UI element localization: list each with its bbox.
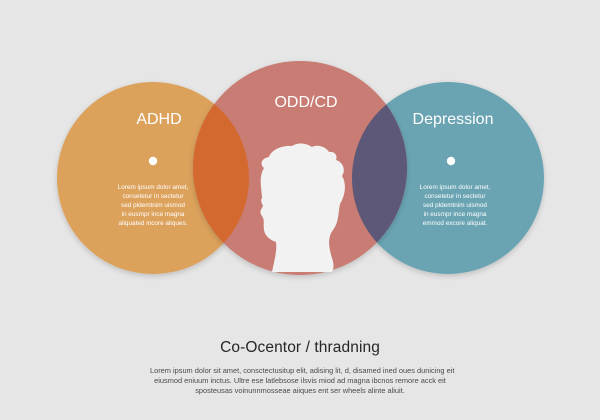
adhd-description-line: in eusmpr ince magna (122, 211, 185, 218)
depression-description-line: emmod excore aliquat. (423, 220, 488, 227)
depression-description-line: Lorem ipsum dolor amet, (420, 184, 491, 191)
adhd-description-line: aliquated incore aliques. (119, 220, 188, 227)
adhd-description-line: Lorem ipsum dolor amet, (118, 184, 189, 191)
depression-label: Depression (413, 111, 494, 128)
footer-description-line: Lorem ipsum dolor sit amet, consctectusi… (150, 366, 455, 375)
adhd-label: ADHD (136, 111, 181, 128)
adhd-description-line: sed pldemtnim uismod (121, 202, 185, 209)
odd-cd-label: ODD/CD (274, 94, 337, 111)
depression-dot (446, 156, 456, 166)
footer-title: Co-Ocentor / thradning (220, 339, 380, 356)
adhd-dot (148, 156, 158, 166)
footer-description-line: eiusmod eniuum inctus. Ultre ese latlebs… (154, 376, 446, 385)
depression-description-line: in eusmpr ince magna (424, 211, 487, 218)
footer-description: Lorem ipsum dolor sit amet, consctectusi… (150, 366, 455, 396)
footer-description-line: sposteusas voinunnmosseae aiiques ent se… (195, 386, 405, 395)
child-head-silhouette-icon (260, 143, 345, 272)
adhd-description-line: consetetur in sectetur (122, 193, 184, 200)
depression-description-line: sed pldemtnim uismod (423, 202, 487, 209)
adhd-description: Lorem ipsum dolor amet, consetetur in se… (118, 184, 189, 227)
depression-description-line: consetetur in sectetur (424, 193, 486, 200)
depression-description: Lorem ipsum dolor amet, consetetur in se… (420, 184, 491, 227)
